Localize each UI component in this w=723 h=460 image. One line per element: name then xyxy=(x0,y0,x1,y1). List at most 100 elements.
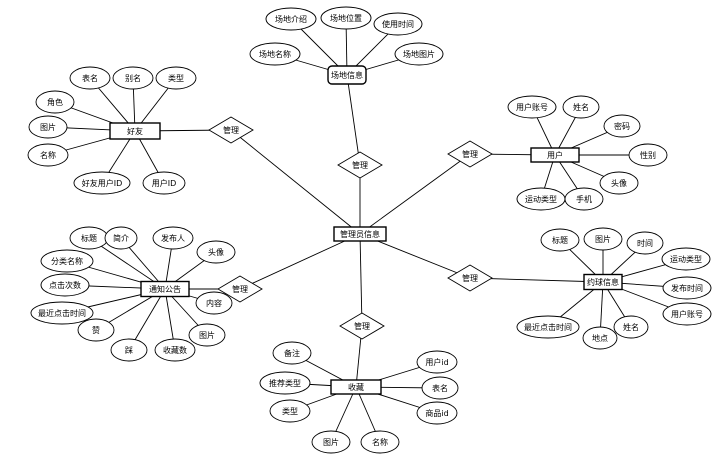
relationship-diamond xyxy=(447,264,493,292)
entity-label: 好友 xyxy=(127,126,143,136)
attribute-ellipse xyxy=(195,291,233,315)
attribute-label: 收藏数 xyxy=(163,345,187,355)
attribute-label: 好友用户ID xyxy=(82,178,123,188)
attribute-ellipse xyxy=(421,376,459,400)
attribute-ellipse xyxy=(73,171,131,195)
entity-box xyxy=(330,379,382,395)
attribute-label: 头像 xyxy=(208,247,224,257)
attribute-label: 标题 xyxy=(81,233,97,243)
attribute-label: 内容 xyxy=(206,298,222,308)
attribute-label: 图片 xyxy=(595,234,611,244)
attribute-ellipse xyxy=(142,171,186,195)
attribute-label: 姓名 xyxy=(623,322,639,332)
attribute-ellipse xyxy=(320,6,372,30)
relationship-diamond xyxy=(447,140,493,168)
entity-box xyxy=(530,147,580,163)
attribute-ellipse xyxy=(416,401,458,425)
attribute-ellipse xyxy=(626,231,664,255)
attribute-ellipse xyxy=(196,240,236,264)
attribute-label: 图片 xyxy=(40,122,56,132)
attribute-ellipse xyxy=(516,315,580,339)
attribute-label: 简介 xyxy=(113,233,129,243)
attribute-label: 推荐类型 xyxy=(269,378,301,388)
attribute-label: 角色 xyxy=(47,97,63,107)
attribute-ellipse xyxy=(583,227,623,251)
connector-line xyxy=(239,233,361,290)
attribute-label: 类型 xyxy=(168,73,184,83)
attribute-ellipse xyxy=(662,302,712,326)
attribute-ellipse xyxy=(360,430,400,454)
attribute-label: 商品id xyxy=(425,408,448,418)
attribute-ellipse xyxy=(272,341,312,365)
attribute-ellipse xyxy=(152,226,194,250)
attribute-label: 标题 xyxy=(552,235,568,245)
attribute-ellipse xyxy=(582,326,618,350)
attribute-label: 点击次数 xyxy=(49,280,81,290)
attribute-ellipse xyxy=(110,338,148,362)
attribute-label: 发布人 xyxy=(161,233,185,243)
attribute-ellipse xyxy=(27,143,69,167)
entity-group: 管理收藏备注推荐类型类型图片名称用户id表名商品id xyxy=(259,312,459,454)
entity-box xyxy=(583,273,623,291)
attribute-label: 分类名称 xyxy=(51,256,83,266)
entity-label: 约球信息 xyxy=(587,277,619,287)
attribute-label: 用户ID xyxy=(152,178,177,188)
relationship-label: 管理 xyxy=(352,160,368,170)
relationship-diamond xyxy=(217,275,263,303)
entity-box xyxy=(140,280,190,298)
attribute-ellipse xyxy=(394,42,444,66)
attribute-ellipse xyxy=(265,7,317,31)
connector-line xyxy=(359,153,471,235)
attribute-ellipse xyxy=(661,247,711,271)
attribute-label: 头像 xyxy=(611,178,627,188)
attribute-ellipse xyxy=(507,95,557,119)
attribute-label: 备注 xyxy=(284,348,300,358)
attribute-label: 运动类型 xyxy=(670,254,702,264)
relationship-diamond xyxy=(337,151,383,179)
connector-line xyxy=(359,233,363,327)
attribute-label: 性别 xyxy=(640,150,656,160)
attribute-ellipse xyxy=(77,318,115,342)
entity-label: 收藏 xyxy=(348,382,364,392)
attribute-ellipse xyxy=(603,114,641,138)
entity-group: 管理场地信息场地介绍场地位置使用时间场地名称场地图片 xyxy=(249,6,444,179)
attribute-label: 时间 xyxy=(637,238,653,248)
entity-box xyxy=(109,122,161,140)
attribute-ellipse xyxy=(562,95,600,119)
attribute-ellipse xyxy=(311,430,351,454)
attribute-ellipse xyxy=(40,249,94,273)
attribute-label: 最近点击时间 xyxy=(38,308,86,318)
attribute-ellipse xyxy=(154,338,196,362)
attribute-ellipse xyxy=(599,171,639,195)
attribute-label: 名称 xyxy=(372,437,388,447)
attribute-label: 图片 xyxy=(323,437,339,447)
attribute-label: 图片 xyxy=(199,330,215,340)
attribute-label: 手机 xyxy=(576,194,592,204)
attribute-ellipse xyxy=(662,276,712,300)
attribute-ellipse xyxy=(540,228,580,252)
entity-box xyxy=(327,65,367,85)
attribute-ellipse xyxy=(416,350,458,374)
connector-line xyxy=(469,277,604,283)
relationship-label: 管理 xyxy=(462,149,478,159)
entity-group: 管理用户用户账号姓名密码性别头像运动类型手机 xyxy=(447,95,668,211)
attribute-ellipse xyxy=(188,323,226,347)
attribute-label: 场地介绍 xyxy=(275,14,307,24)
attribute-ellipse xyxy=(30,301,94,325)
attribute-label: 用户账号 xyxy=(671,309,703,319)
entity-label: 管理员信息 xyxy=(340,229,380,239)
attribute-ellipse xyxy=(155,66,197,90)
entity-group: 管理通知公告标题简介发布人头像分类名称点击次数最近点击时间赞踩收藏数图片内容 xyxy=(30,226,263,362)
attribute-label: 类型 xyxy=(282,406,298,416)
attribute-ellipse xyxy=(40,273,90,297)
attribute-label: 使用时间 xyxy=(382,19,414,29)
attribute-ellipse xyxy=(613,315,649,339)
attribute-label: 表名 xyxy=(432,383,448,393)
entity-group: 管理约球信息标题图片时间运动类型发布时间用户账号最近点击时间地点姓名 xyxy=(447,227,712,350)
entity-label: 用户 xyxy=(547,150,563,160)
attribute-ellipse xyxy=(564,187,604,211)
connector-line xyxy=(230,129,361,235)
attribute-label: 运动类型 xyxy=(525,194,557,204)
